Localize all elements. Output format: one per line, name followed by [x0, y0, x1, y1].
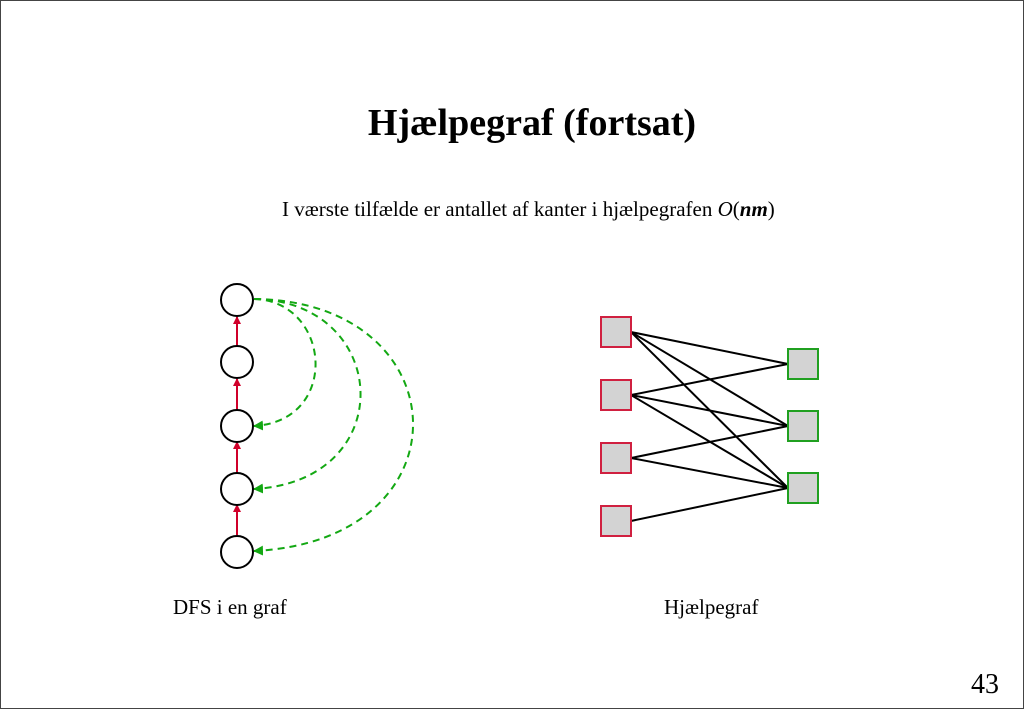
helper-left-node-4: [600, 505, 632, 537]
dfs-node-1: [220, 283, 254, 317]
helper-edge: [630, 425, 789, 459]
nm-term: nm: [739, 197, 768, 221]
helper-edge: [630, 487, 789, 522]
helper-label: Hjælpegraf: [664, 595, 759, 619]
back-edge-2: [253, 298, 362, 494]
helper-left-node-1: [600, 316, 632, 348]
helper-edge: [630, 394, 789, 427]
helper-right-node-2: [787, 410, 819, 442]
page-number: 43: [971, 669, 999, 700]
dfs-node-2: [220, 345, 254, 379]
back-edge-3: [253, 298, 414, 556]
paren-close: ): [767, 197, 775, 221]
dfs-node-3: [220, 409, 254, 443]
back-edge-1: [253, 298, 317, 431]
slide-title: Hjælpegraf (fortsat): [367, 102, 697, 144]
big-o: O: [717, 197, 733, 221]
helper-edge: [630, 457, 789, 489]
helper-left-node-2: [600, 379, 632, 411]
slide-subtitle: I værste tilfælde er antallet af kanter …: [282, 197, 775, 222]
helper-left-nodes: [600, 316, 632, 537]
helper-edge: [630, 363, 789, 396]
dfs-node-5: [220, 535, 254, 569]
helper-left-node-3: [600, 442, 632, 474]
subtitle-text: I værste tilfælde er antallet af kanter …: [282, 197, 718, 221]
helper-edges: [630, 331, 789, 522]
paren-open: (: [732, 197, 740, 221]
helper-right-node-1: [787, 348, 819, 380]
dfs-label: DFS i en graf: [173, 595, 287, 619]
helper-edge: [630, 331, 789, 365]
dfs-back-edges: [253, 298, 414, 556]
dfs-nodes: [220, 283, 254, 569]
dfs-node-4: [220, 472, 254, 506]
helper-right-nodes: [787, 348, 819, 504]
helper-right-node-3: [787, 472, 819, 504]
